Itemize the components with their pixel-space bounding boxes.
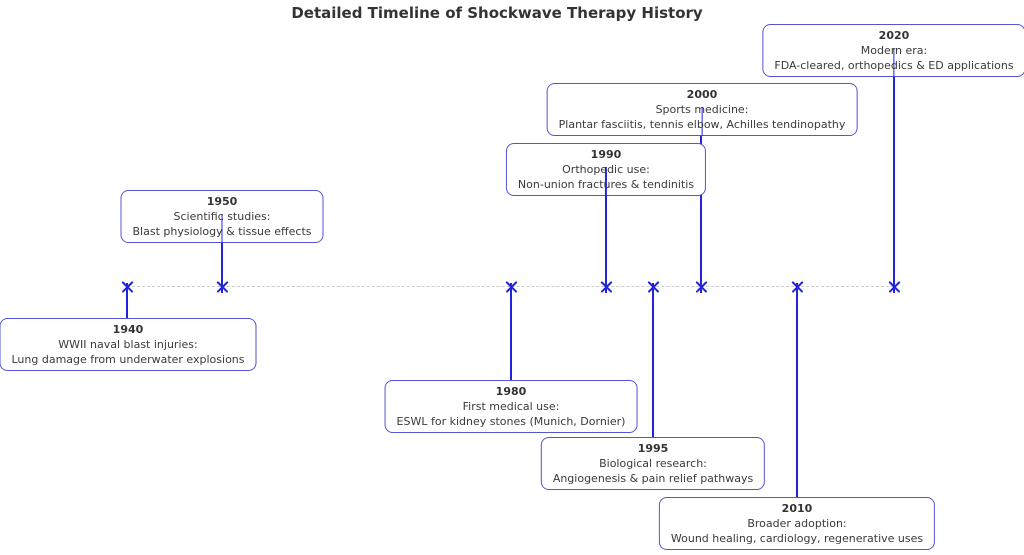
connector-line [510, 283, 512, 382]
event-label: Sports medicine: [655, 103, 749, 116]
timeline-marker-x-icon [121, 281, 134, 294]
event-year: 1940 [112, 323, 144, 336]
page-title: Detailed Timeline of Shockwave Therapy H… [291, 4, 703, 22]
event-detail: ESWL for kidney stones (Munich, Dornier) [396, 415, 626, 428]
connector-line [605, 183, 607, 293]
timeline-marker-x-icon [791, 281, 804, 294]
timeline-marker-x-icon [695, 281, 708, 294]
event-year: 2000 [686, 88, 718, 101]
connector-line [126, 283, 128, 320]
event-box: 2010 Broader adoption: Wound healing, ca… [658, 497, 936, 550]
event-detail: Blast physiology & tissue effects [132, 225, 312, 238]
timeline-marker-x-icon [600, 281, 613, 294]
timeline-marker-x-icon [888, 281, 901, 294]
timeline-marker-x-icon [216, 281, 229, 294]
connector-line [796, 283, 798, 499]
event-label: Modern era: [860, 44, 928, 57]
event-year: 2020 [878, 29, 910, 42]
event-box: 2020 Modern era: FDA-cleared, orthopedic… [762, 24, 1024, 77]
event-detail: Plantar fasciitis, tennis elbow, Achille… [558, 118, 846, 131]
connector-line-inner [605, 166, 607, 196]
connector-line-inner [701, 106, 703, 136]
event-year: 2010 [781, 502, 813, 515]
connector-line [652, 283, 654, 439]
event-label: WWII naval blast injuries: [58, 338, 198, 351]
event-year: 1995 [637, 442, 669, 455]
event-year: 1980 [495, 385, 527, 398]
event-label: Biological research: [599, 457, 707, 470]
event-detail: Non-union fractures & tendinitis [517, 178, 695, 191]
connector-line-inner [893, 47, 895, 77]
event-detail: Lung damage from underwater explosions [11, 353, 245, 366]
event-box: 1940 WWII naval blast injuries: Lung dam… [0, 318, 257, 371]
event-detail: Angiogenesis & pain relief pathways [552, 472, 754, 485]
event-box: 1980 First medical use: ESWL for kidney … [384, 380, 638, 433]
event-box: 1950 Scientific studies: Blast physiolog… [120, 190, 324, 243]
event-box: 1990 Orthopedic use: Non-union fractures… [505, 143, 707, 196]
connector-line [893, 64, 895, 293]
event-box: 1995 Biological research: Angiogenesis &… [540, 437, 766, 490]
timeline-marker-x-icon [647, 281, 660, 294]
event-label: Orthopedic use: [562, 163, 650, 176]
connector-line [221, 230, 223, 293]
event-label: Scientific studies: [173, 210, 271, 223]
event-detail: FDA-cleared, orthopedics & ED applicatio… [774, 59, 1014, 72]
timeline-marker-x-icon [505, 281, 518, 294]
event-year: 1990 [590, 148, 622, 161]
connector-line-inner [221, 213, 223, 243]
event-year: 1950 [206, 195, 238, 208]
connector-line [700, 123, 702, 293]
event-detail: Wound healing, cardiology, regenerative … [670, 532, 924, 545]
event-label: First medical use: [462, 400, 560, 413]
event-box: 2000 Sports medicine: Plantar fasciitis,… [546, 83, 858, 136]
event-label: Broader adoption: [747, 517, 847, 530]
